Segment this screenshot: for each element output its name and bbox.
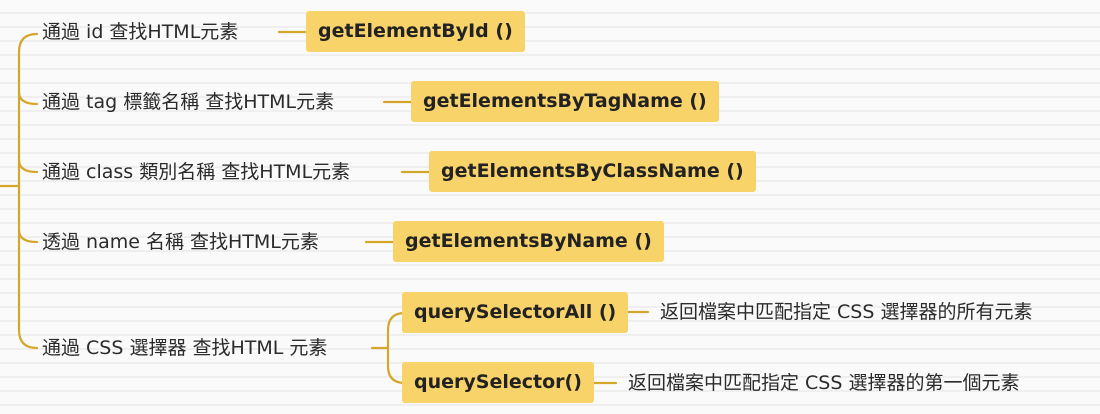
description-queryselector: 返回檔案中匹配指定 CSS 選擇器的第一個元素 xyxy=(628,372,1020,394)
method-box-getelementbyid[interactable]: getElementById () xyxy=(306,11,525,52)
branch-stub-tag xyxy=(17,90,39,106)
css-sub-connector xyxy=(370,311,407,385)
method-box-queryselector[interactable]: querySelector() xyxy=(402,362,594,403)
branch-stub-class xyxy=(17,158,39,174)
method-box-getelementsbyname[interactable]: getElementsByName () xyxy=(393,221,664,262)
method-box-getelementsbyclassname[interactable]: getElementsByClassName () xyxy=(429,151,756,192)
trunk-connector xyxy=(17,32,39,350)
description-queryselectorall: 返回檔案中匹配指定 CSS 選擇器的所有元素 xyxy=(660,301,1033,323)
branch-label-class: 通過 class 類別名稱 查找HTML元素 xyxy=(42,161,351,183)
branch-label-id: 通過 id 查找HTML元素 xyxy=(42,21,239,43)
branch-stub-name xyxy=(17,228,39,244)
branch-label-tag: 通過 tag 標籤名稱 查找HTML元素 xyxy=(42,91,335,113)
method-box-queryselectorall[interactable]: querySelectorAll () xyxy=(402,292,629,333)
branch-label-css-selector: 通過 CSS 選擇器 查找HTML 元素 xyxy=(42,337,328,359)
method-box-getelementsbytagname[interactable]: getElementsByTagName () xyxy=(411,81,719,122)
branch-label-name: 透過 name 名稱 查找HTML元素 xyxy=(42,231,319,253)
